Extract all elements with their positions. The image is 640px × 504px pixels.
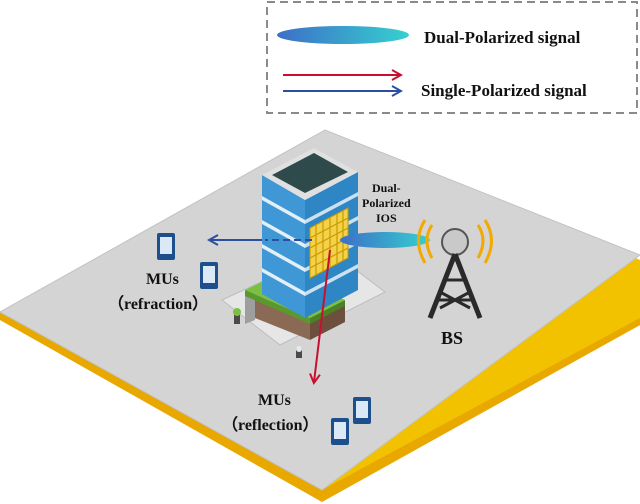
mu-refraction-sublabel: （refraction） — [108, 295, 208, 313]
mu-reflection-label: MUs — [258, 392, 291, 409]
phone-icon — [331, 418, 349, 445]
bs-label: BS — [441, 328, 463, 348]
ios-label: Dual- Polarized IOS — [362, 181, 411, 225]
base-station-icon — [417, 219, 493, 319]
svg-text:Polarized: Polarized — [362, 196, 411, 210]
phone-icon — [200, 262, 218, 289]
ios-panel-icon — [309, 207, 349, 279]
legend-frame — [266, 1, 638, 114]
phone-icon — [157, 233, 175, 260]
street-lamp-icon — [296, 346, 302, 358]
mu-reflection-sublabel: （reflection） — [222, 416, 319, 434]
legend: Dual-Polarized signal Single-Polarized s… — [266, 1, 638, 114]
svg-text:Dual-: Dual- — [372, 181, 401, 195]
reflection-signal-arrow — [314, 249, 331, 382]
phone-icon — [353, 397, 371, 424]
legend-dual-beam-icon — [277, 26, 409, 44]
svg-text:IOS: IOS — [376, 211, 397, 225]
street-lamp-icon — [233, 308, 241, 324]
mu-refraction-label: MUs — [146, 271, 179, 288]
dual-polarized-beam — [340, 232, 430, 248]
legend-dual-label: Dual-Polarized signal — [424, 28, 581, 47]
legend-single-label: Single-Polarized signal — [421, 81, 587, 100]
